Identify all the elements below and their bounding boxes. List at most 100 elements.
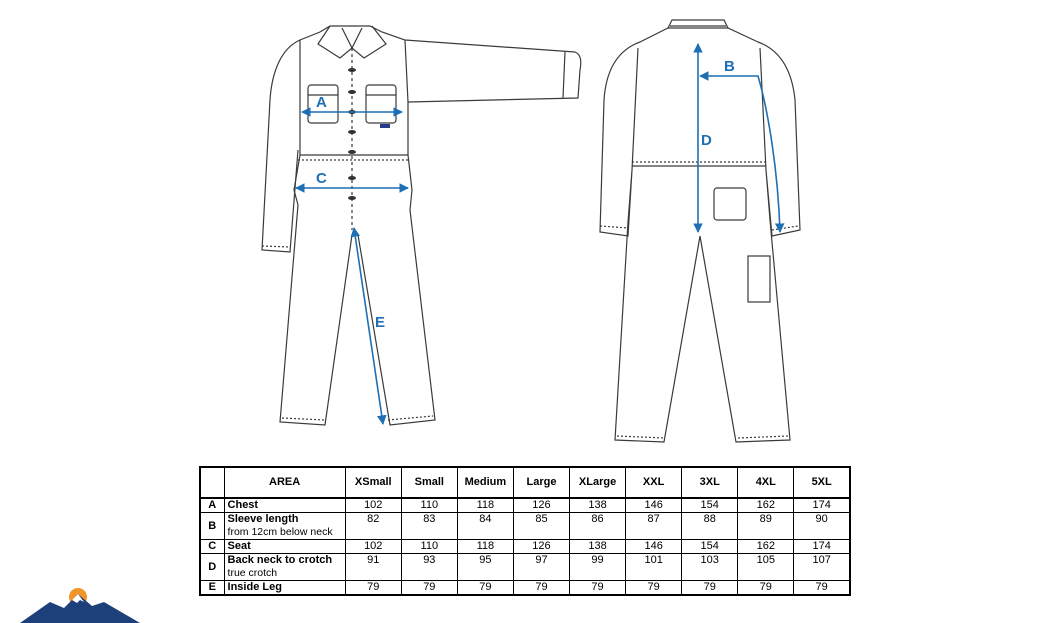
front-right-pocket xyxy=(365,84,397,124)
row-area-label: Sleeve length xyxy=(227,513,299,525)
front-left-sleeve xyxy=(261,39,301,253)
front-body xyxy=(279,25,436,426)
coverall-diagram: A C E D B xyxy=(261,19,801,443)
size-value: 97 xyxy=(512,553,571,581)
size-value: 154 xyxy=(681,539,739,554)
size-value: 87 xyxy=(625,512,683,540)
size-value: 91 xyxy=(344,553,402,581)
front-collar xyxy=(317,25,387,59)
size-header: 4XL xyxy=(737,466,795,499)
label-sleeve: B xyxy=(724,58,735,75)
size-value: 86 xyxy=(569,512,627,540)
size-value: 138 xyxy=(569,539,627,554)
back-pocket xyxy=(713,187,747,221)
size-header: Large xyxy=(512,466,571,499)
front-view xyxy=(261,25,582,426)
logo-mountain-icon xyxy=(20,594,140,623)
area-header: AREA xyxy=(223,466,346,499)
front-buttons xyxy=(348,68,390,200)
row-code: D xyxy=(199,553,225,581)
size-value: 99 xyxy=(569,553,627,581)
size-value: 84 xyxy=(456,512,514,540)
size-value: 79 xyxy=(569,580,627,596)
size-value: 107 xyxy=(793,553,851,581)
size-value: 110 xyxy=(400,539,458,554)
size-header: Medium xyxy=(456,466,514,499)
size-chart: AREA XSmall Small Medium Large XLarge XX… xyxy=(199,466,851,596)
size-header: 5XL xyxy=(793,466,851,499)
row-area-note: true crotch xyxy=(227,567,278,579)
row-area: Inside Leg xyxy=(223,580,346,596)
row-area-label: Seat xyxy=(227,540,251,552)
row-code: E xyxy=(199,580,225,596)
size-value: 174 xyxy=(793,539,851,554)
size-header: XXL xyxy=(625,466,683,499)
back-body xyxy=(599,27,801,443)
size-value: 126 xyxy=(512,539,571,554)
label-seat: C xyxy=(316,170,327,187)
size-value: 101 xyxy=(625,553,683,581)
size-value: 105 xyxy=(737,553,795,581)
size-value: 146 xyxy=(625,539,683,554)
row-area: Seat xyxy=(223,539,346,554)
row-code: A xyxy=(199,497,225,513)
size-value: 162 xyxy=(737,539,795,554)
code-header xyxy=(199,466,225,499)
size-value: 79 xyxy=(400,580,458,596)
sleeve-measure-line xyxy=(699,71,785,233)
size-value: 83 xyxy=(400,512,458,540)
size-value: 154 xyxy=(681,497,739,513)
size-header-row: AREA XSmall Small Medium Large XLarge XX… xyxy=(199,466,851,499)
row-area-label: Back neck to crotch xyxy=(227,554,333,566)
inside-leg-measure-line xyxy=(350,227,387,425)
size-value: 95 xyxy=(456,553,514,581)
size-table: AREA XSmall Small Medium Large XLarge XX… xyxy=(199,466,851,596)
size-value: 88 xyxy=(681,512,739,540)
size-value: 118 xyxy=(456,497,514,513)
label-back-neck: D xyxy=(701,132,712,149)
back-rule-pocket xyxy=(747,255,771,303)
row-area-label: Chest xyxy=(227,499,259,511)
row-area-label: Inside Leg xyxy=(227,581,282,593)
size-value: 79 xyxy=(681,580,739,596)
row-area: Chest xyxy=(223,497,346,513)
size-value: 82 xyxy=(344,512,402,540)
size-header: XLarge xyxy=(569,466,627,499)
label-inside-leg: E xyxy=(375,314,385,331)
size-header: Small xyxy=(400,466,458,499)
back-view xyxy=(599,19,801,443)
brand-logo xyxy=(20,588,140,623)
row-code: C xyxy=(199,539,225,554)
front-right-sleeve xyxy=(404,39,582,103)
size-value: 162 xyxy=(737,497,795,513)
size-value: 79 xyxy=(512,580,571,596)
size-value: 79 xyxy=(625,580,683,596)
size-value: 93 xyxy=(400,553,458,581)
size-value: 85 xyxy=(512,512,571,540)
row-area-note: from 12cm below neck xyxy=(227,526,333,538)
size-value: 102 xyxy=(344,539,402,554)
size-value: 138 xyxy=(569,497,627,513)
size-value: 102 xyxy=(344,497,402,513)
measurement-lines xyxy=(295,43,785,425)
size-header: 3XL xyxy=(681,466,739,499)
size-header: XSmall xyxy=(344,466,402,499)
size-value: 89 xyxy=(737,512,795,540)
size-value: 79 xyxy=(737,580,795,596)
size-value: 126 xyxy=(512,497,571,513)
back-collar xyxy=(667,19,729,29)
size-value: 146 xyxy=(625,497,683,513)
row-code: B xyxy=(199,512,225,540)
size-value: 174 xyxy=(793,497,851,513)
size-value: 79 xyxy=(793,580,851,596)
size-value: 110 xyxy=(400,497,458,513)
size-value: 79 xyxy=(456,580,514,596)
size-value: 118 xyxy=(456,539,514,554)
